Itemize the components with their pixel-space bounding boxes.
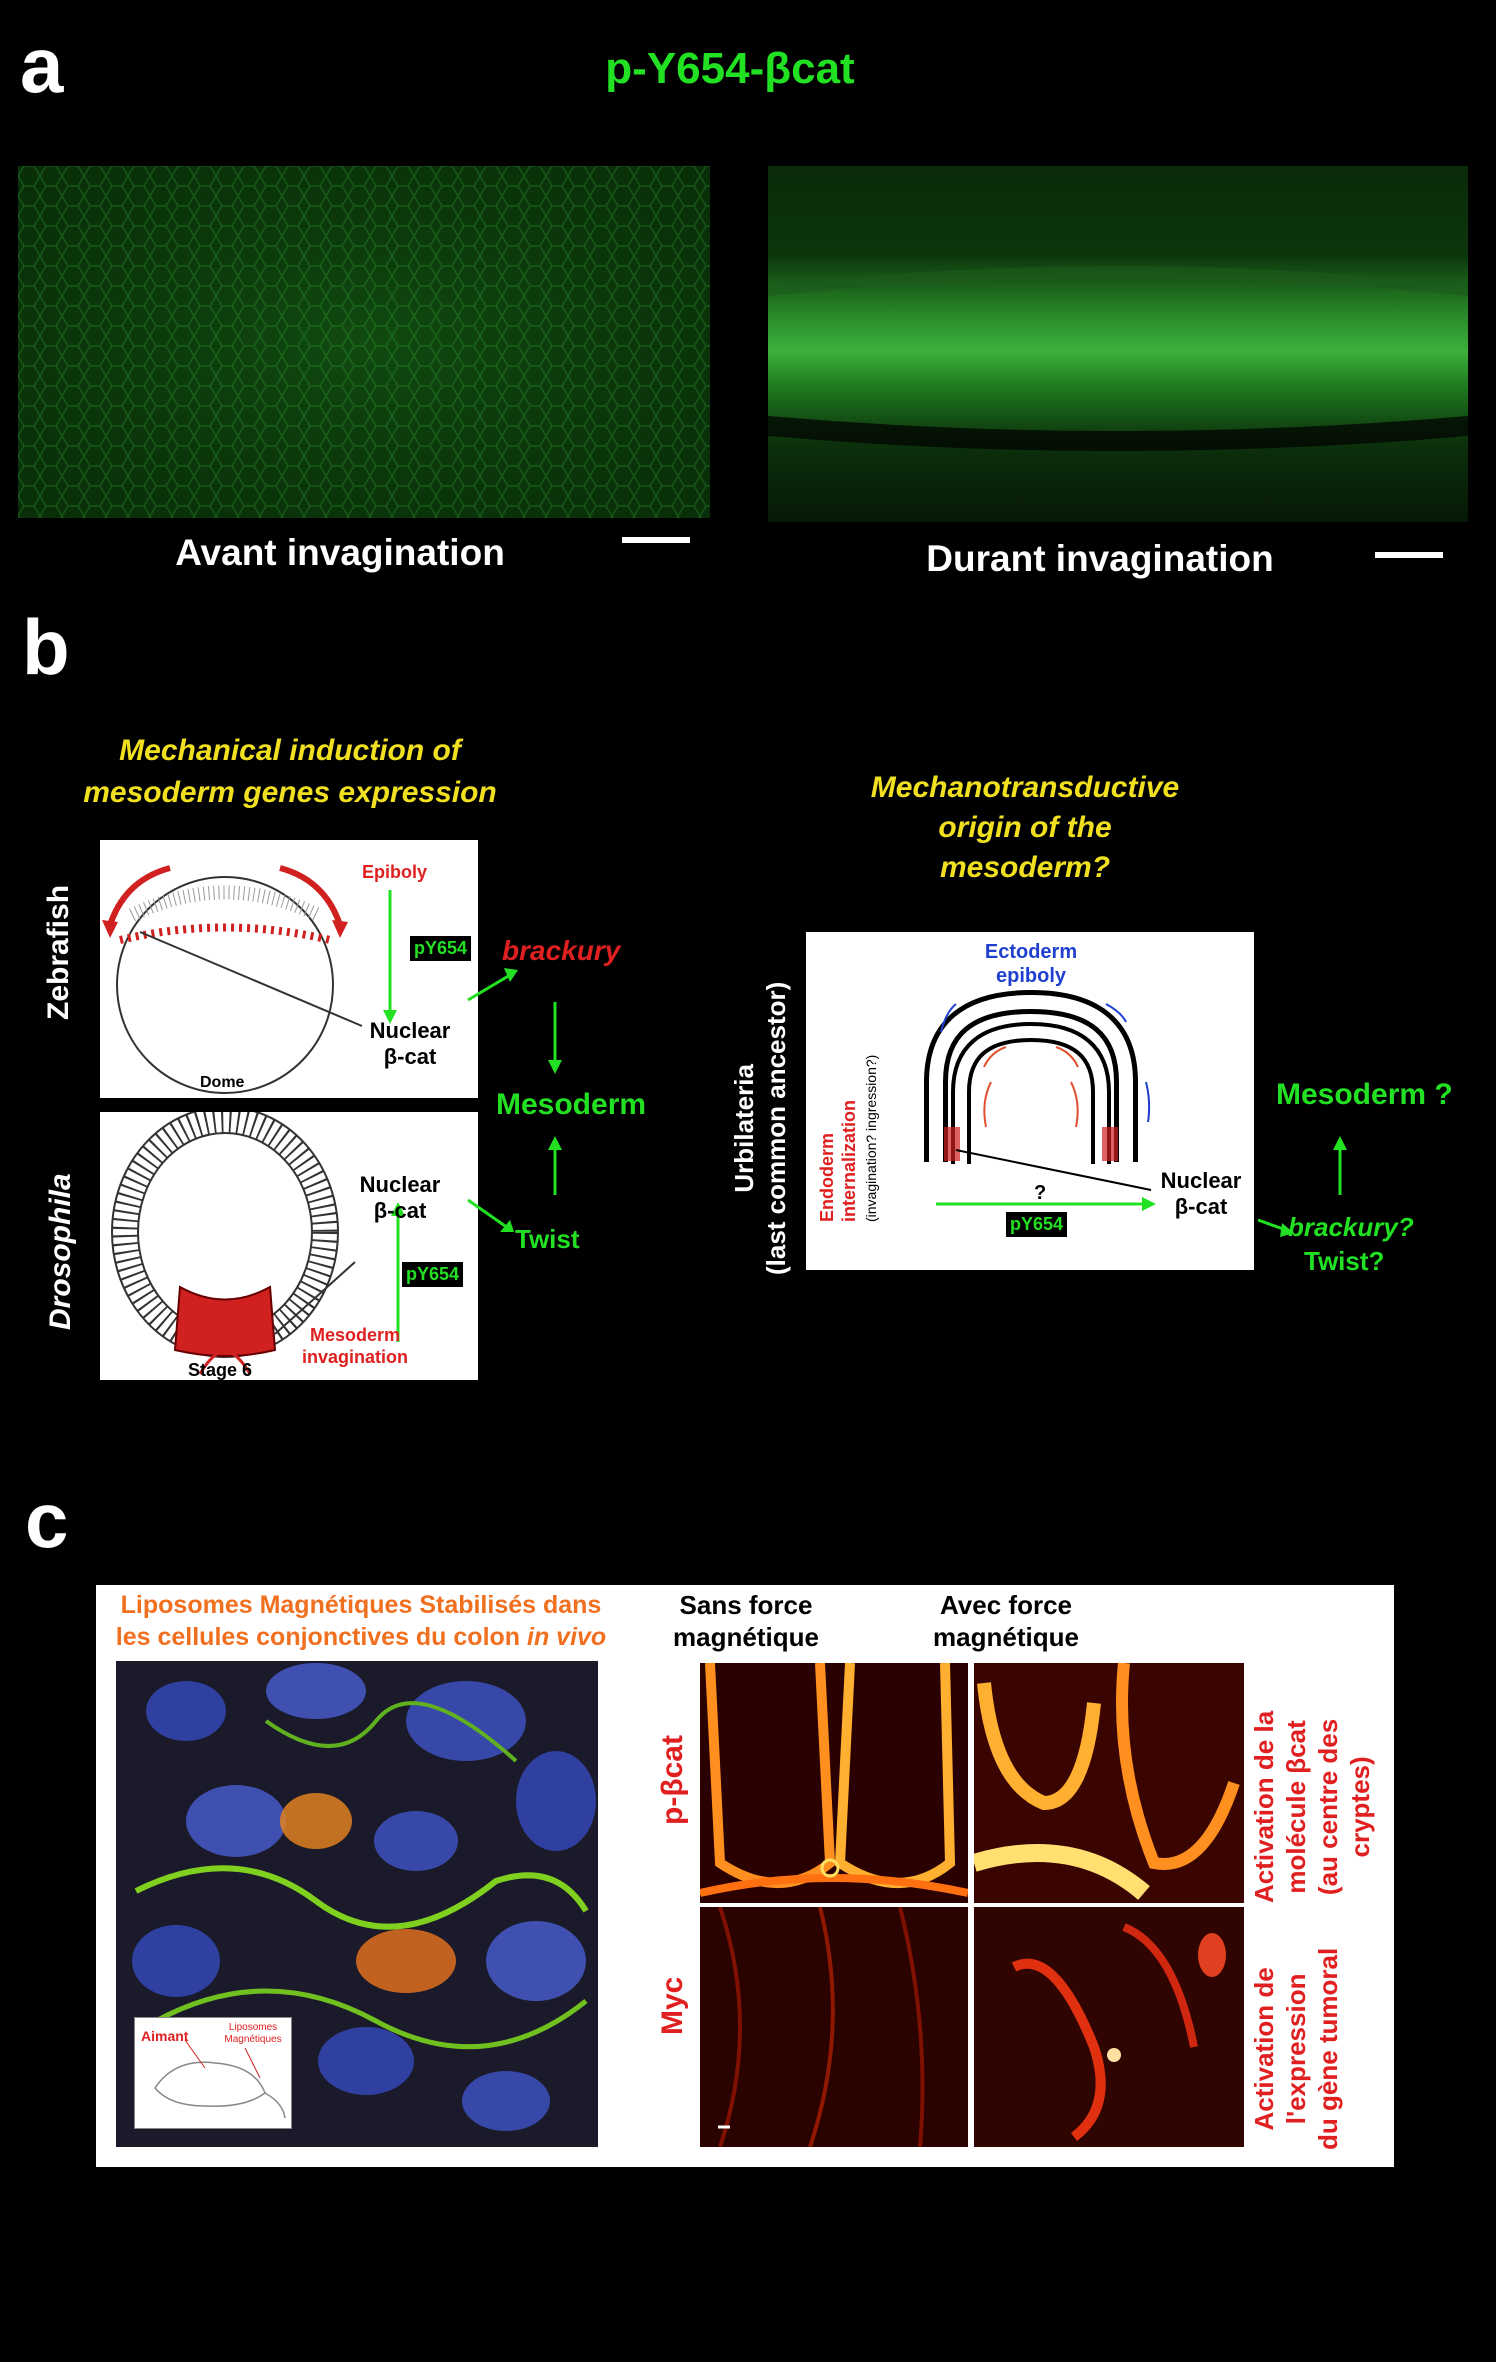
scale-bar: [1375, 552, 1443, 558]
sans-line: magnétique: [673, 1622, 819, 1652]
nuclear-bcat-label: Nuclear β-cat: [340, 1172, 460, 1224]
micrograph-before-invagination: [18, 166, 710, 518]
activation2-line: du gène tumoral: [1313, 1947, 1343, 2150]
avec-line: Avec force: [940, 1590, 1072, 1620]
meso-inv-line: invagination: [301, 1347, 408, 1367]
title-line: Mechanotransductive: [870, 771, 1180, 804]
panel-letter-c: c: [25, 1476, 69, 1564]
twist-label: Twist: [515, 1224, 580, 1254]
activation-gene-label: Activation de l'expression du gène tumor…: [1248, 1948, 1344, 2150]
scale-bar: [622, 537, 690, 543]
liposomes-line: Magnétiques: [224, 2034, 282, 2045]
myc-row-label: Myc: [656, 1976, 689, 2035]
py654-label: pY654: [1006, 1212, 1068, 1237]
endoderm-line: Endoderm: [817, 1132, 837, 1222]
lipo-title-text: les cellules conjonctives du colon: [115, 1623, 528, 1651]
brackury-q-label: brackury?: [1288, 1212, 1414, 1242]
activation1-line: cryptes): [1345, 1756, 1375, 1858]
title-line: mesoderm?: [939, 851, 1111, 884]
endoderm-label: Endoderm internalization (invagination? …: [816, 1055, 882, 1222]
nuclear-text: Nuclear: [359, 1172, 441, 1197]
activation-bcat-label: Activation de la molécule βcat (au centr…: [1248, 1711, 1376, 1903]
question-mark: ?: [1034, 1182, 1047, 1204]
mesoderm-label: Mesoderm: [496, 1088, 647, 1121]
myc-without-force-image: [700, 1907, 968, 2147]
pbcat-with-force-image: [974, 1663, 1244, 1903]
panel-letter-b: b: [22, 603, 70, 691]
pbcat-row-label: p-βcat: [656, 1735, 689, 1825]
caption-before: Avant invagination: [175, 532, 505, 573]
epiboly-label: Epiboly: [362, 862, 428, 882]
meso-inv-line: Mesoderm: [309, 1325, 401, 1345]
activation2-line: Activation de: [1249, 1967, 1279, 2131]
panel-a-title: p-Y654-βcat: [605, 44, 855, 93]
py654-label: pY654: [402, 1262, 464, 1287]
urbilateria-line: Urbilateria: [729, 1064, 759, 1193]
twist-q-label: Twist?: [1304, 1246, 1385, 1276]
panel-c-box: Liposomes Magnétiques Stabilisés dans le…: [96, 1585, 1394, 2167]
myc-with-force-image: [974, 1907, 1244, 2147]
zebrafish-label: Zebrafish: [42, 884, 75, 1020]
right-diagram-title: Mechanotransductive origin of the mesode…: [800, 768, 1250, 888]
micrograph-during-invagination: [768, 166, 1468, 522]
liposomes-title: Liposomes Magnétiques Stabilisés dans le…: [96, 1589, 626, 1653]
sans-force-header: Sans force magnétique: [636, 1589, 856, 1653]
drosophila-diagram: Nuclear β-cat pY654 Mesoderm invaginatio…: [100, 1112, 478, 1380]
panel-letter-a: a: [20, 21, 64, 109]
caption-during: Durant invagination: [926, 538, 1274, 579]
drosophila-label: Drosophila: [44, 1173, 77, 1330]
ectoderm-line: Ectoderm: [984, 941, 1078, 963]
ectoderm-epiboly-label: Ectoderm epiboly: [956, 940, 1106, 988]
mesoderm-invagination-label: Mesoderm invagination: [275, 1324, 435, 1368]
title-line: origin of the: [938, 811, 1112, 844]
mesoderm-q-label: Mesoderm ?: [1276, 1078, 1453, 1111]
nuclear-text: Nuclear: [1160, 1168, 1242, 1193]
bcat-text: β-cat: [383, 1044, 437, 1069]
nuclear-bcat-label: Nuclear β-cat: [1146, 1168, 1256, 1220]
lipo-title-line: Liposomes Magnétiques Stabilisés dans: [120, 1591, 602, 1619]
title-line: mesoderm genes expression: [83, 776, 497, 809]
mesoderm-q-arrows: [1257, 1136, 1347, 1237]
lipo-title-line: les cellules conjonctives du colon in vi…: [96, 1621, 626, 1653]
ectoderm-line: epiboly: [995, 965, 1066, 987]
mouse-magnet-inset: Aimant Liposomes Magnétiques: [134, 2017, 292, 2129]
avec-force-header: Avec force magnétique: [896, 1589, 1116, 1653]
sans-line: Sans force: [679, 1590, 813, 1620]
nuclear-bcat-label: Nuclear β-cat: [360, 1018, 460, 1070]
stage6-label: Stage 6: [188, 1360, 253, 1380]
activation1-line: Activation de la: [1249, 1710, 1279, 1903]
zebrafish-diagram: Epiboly pY654 Dome Nuclear β-cat: [100, 840, 478, 1098]
nuclear-text: Nuclear: [369, 1018, 451, 1043]
title-line: Mechanical induction of: [119, 734, 461, 767]
avec-line: magnétique: [933, 1622, 1079, 1652]
urbilateria-label: Urbilateria (last common ancestor): [728, 982, 792, 1275]
aimant-label: Aimant: [141, 2028, 189, 2044]
bcat-text: β-cat: [1174, 1194, 1228, 1219]
dome-label: Dome: [200, 1074, 245, 1091]
py654-label: pY654: [410, 936, 472, 961]
urbilateria-diagram: Ectoderm epiboly Endoderm internalizatio…: [806, 932, 1254, 1270]
activation2-line: l'expression: [1281, 1973, 1311, 2125]
left-diagram-title: Mechanical induction of mesoderm genes e…: [40, 730, 540, 814]
liposomes-label: Liposomes Magnétiques: [215, 2022, 291, 2046]
urbilateria-line: (last common ancestor): [761, 981, 791, 1275]
induction-arrows: [467, 968, 562, 1232]
lipo-title-italic: in vivo: [527, 1623, 607, 1651]
bcat-text: β-cat: [373, 1198, 427, 1223]
activation1-line: (au centre des: [1313, 1718, 1343, 1896]
endoderm-line: internalization: [839, 1099, 859, 1222]
colon-micrograph: Aimant Liposomes Magnétiques: [116, 1661, 598, 2147]
activation1-line: molécule βcat: [1281, 1720, 1311, 1894]
liposomes-line: Liposomes: [228, 2022, 278, 2033]
brackury-label: brackury: [502, 935, 621, 966]
endoderm-line: (invagination? ingression?): [863, 1054, 879, 1222]
pbcat-without-force-image: [700, 1663, 968, 1903]
